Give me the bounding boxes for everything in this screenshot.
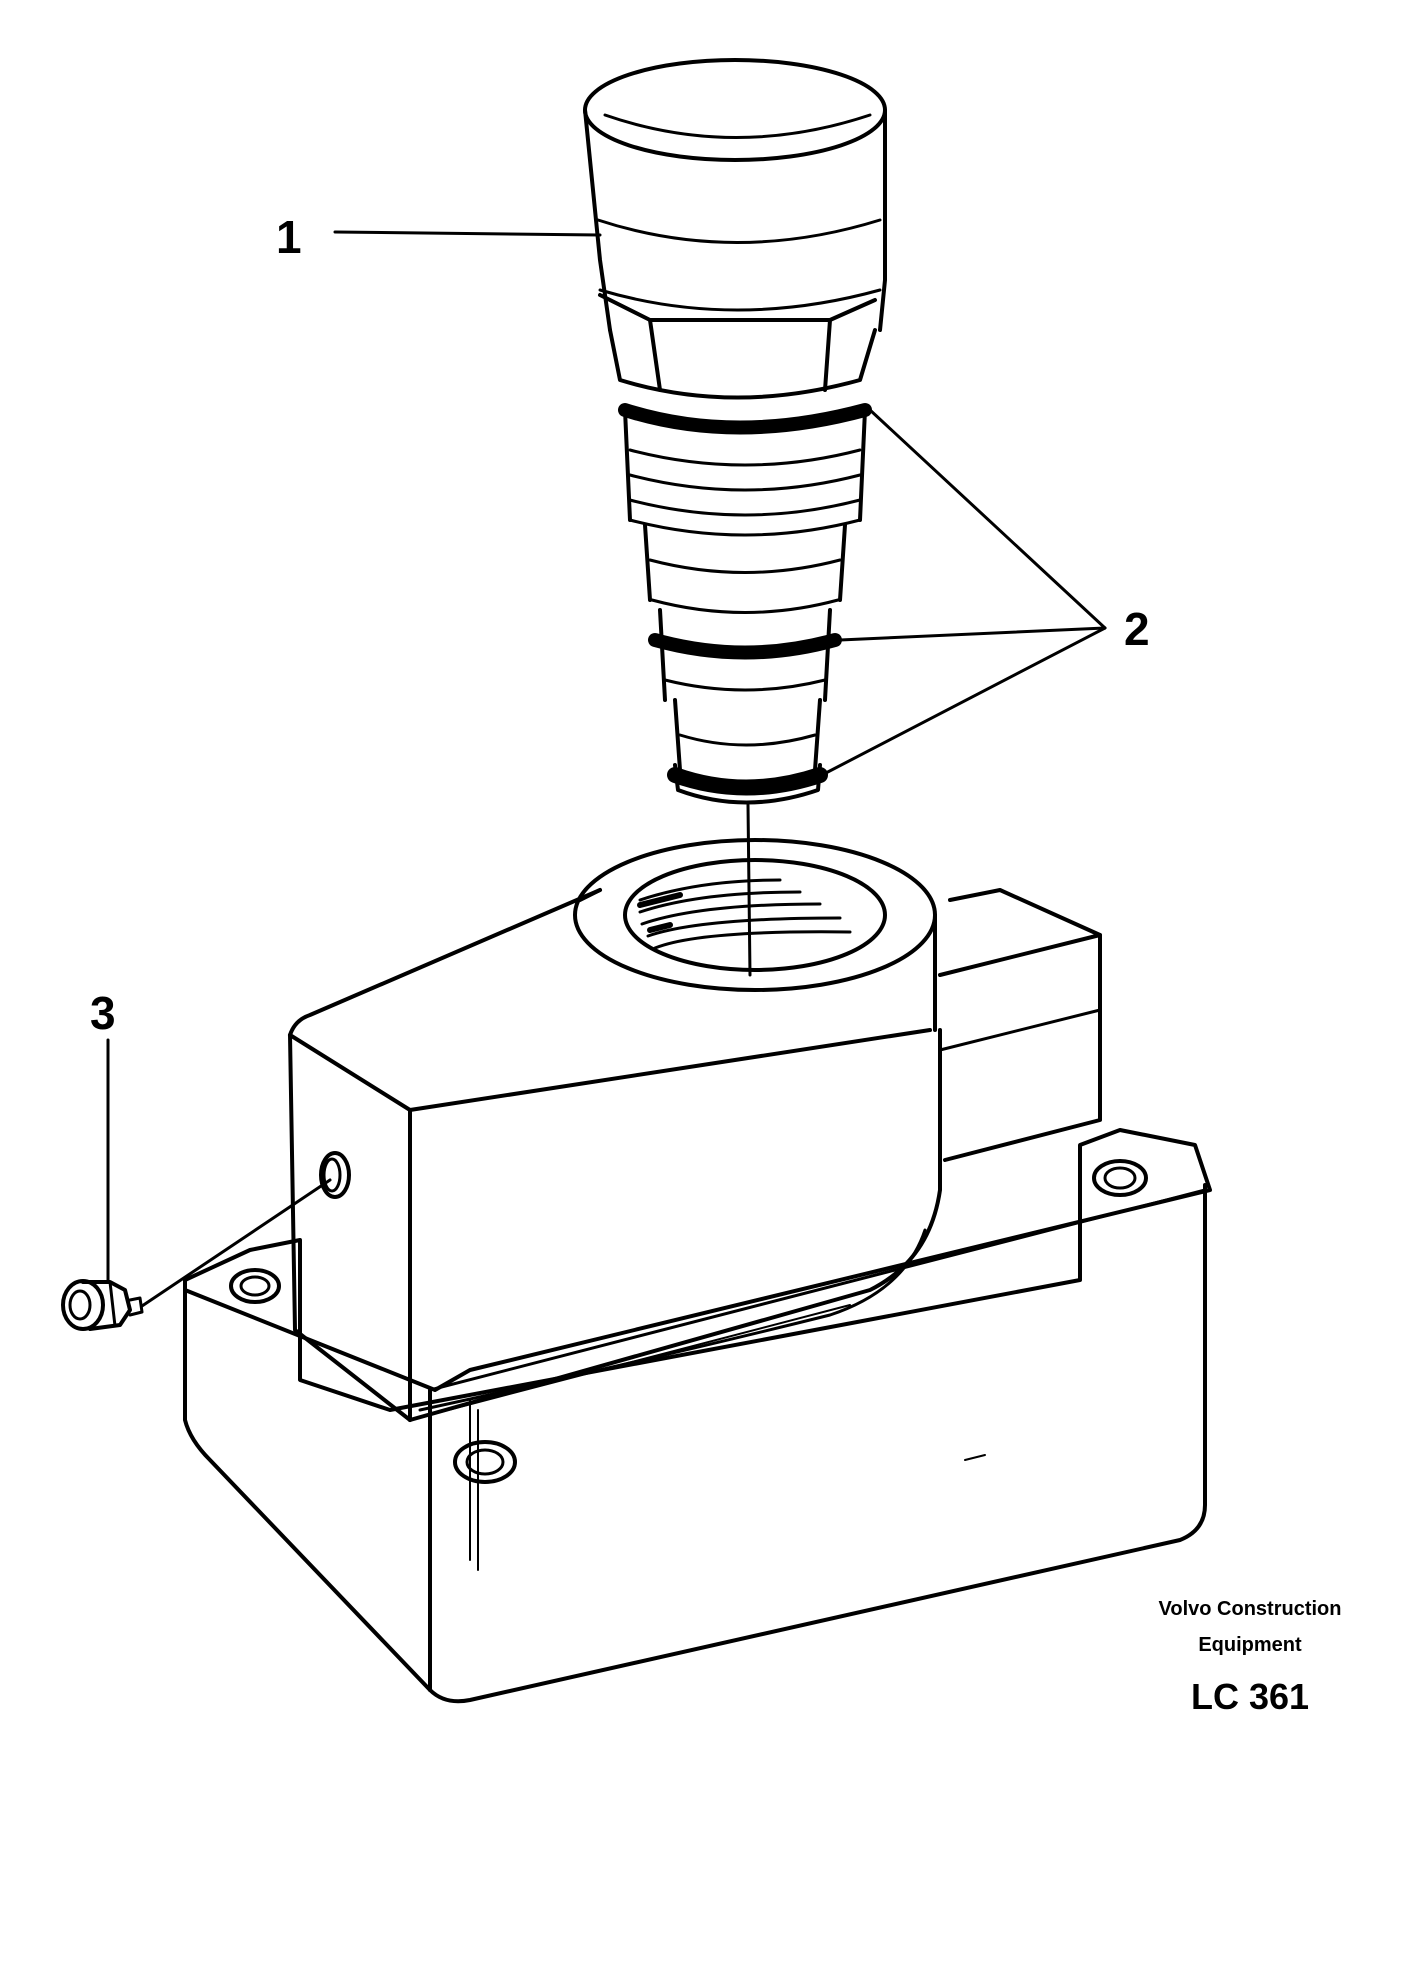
company-name-line-2: Equipment — [1198, 1634, 1302, 1656]
o-ring-icon — [820, 408, 1107, 777]
leader-line-item-1 — [333, 230, 602, 237]
callout-item-2: 2 — [1124, 603, 1150, 655]
callout-item-1: 1 — [276, 211, 302, 263]
plug-icon — [61, 1178, 332, 1331]
relief-valve-cartridge-icon — [583, 58, 887, 977]
company-name-line-1: Volvo Construction — [1158, 1598, 1342, 1620]
valve-housing-icon — [183, 838, 1212, 1704]
callout-item-3: 3 — [90, 987, 116, 1039]
figure-code: LC 361 — [1190, 1676, 1310, 1717]
